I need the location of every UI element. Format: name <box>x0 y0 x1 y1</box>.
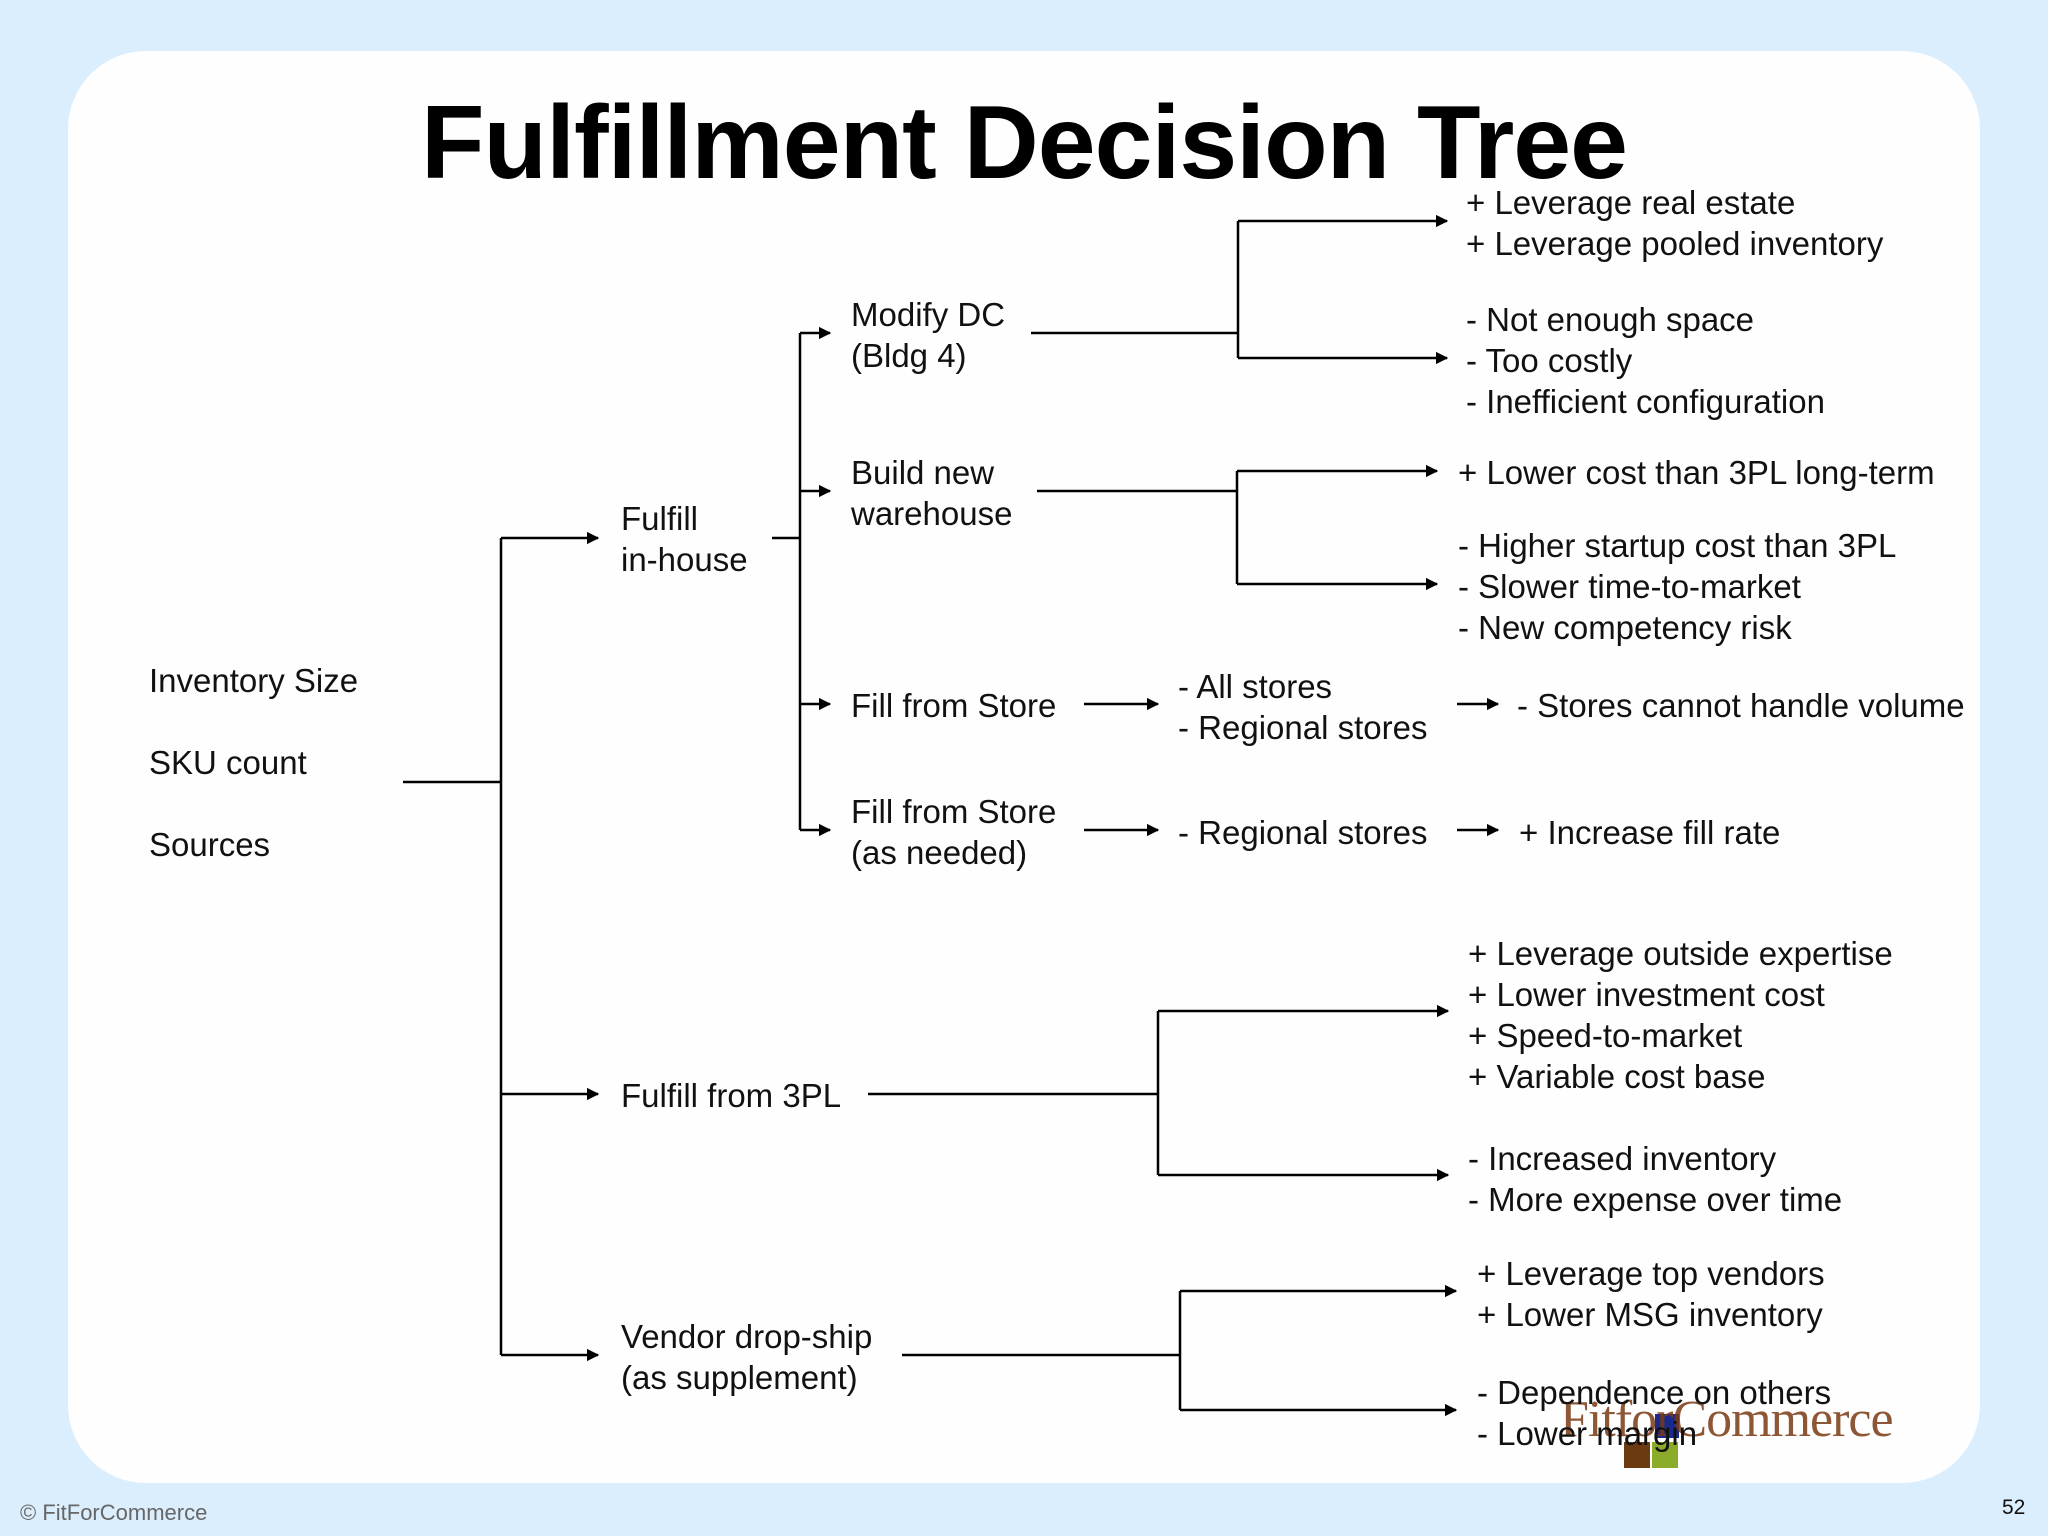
branch-fulfill-3pl: Fulfill from 3PL <box>621 1077 842 1114</box>
dropship-pro-1: + Leverage top vendors <box>1477 1255 1825 1292</box>
slide-panel <box>68 51 1980 1483</box>
option-modify-dc-line1: Modify DC <box>851 296 1006 333</box>
branch-dropship-line2: (as supplement) <box>621 1359 858 1396</box>
root-label-sku-count: SKU count <box>149 744 307 781</box>
3pl-pro-4: + Variable cost base <box>1468 1058 1766 1095</box>
3pl-con-2: - More expense over time <box>1468 1181 1843 1218</box>
option-fill-store-needed-line2: (as needed) <box>851 834 1028 871</box>
footer-copyright: © FitForCommerce <box>20 1500 208 1525</box>
modify-pro-1: + Leverage real estate <box>1466 184 1796 221</box>
store-option-all: - All stores <box>1178 668 1333 705</box>
root-label-sources: Sources <box>149 826 271 863</box>
slide-title: Fulfillment Decision Tree <box>421 85 1628 201</box>
modify-con-1: - Not enough space <box>1466 301 1755 338</box>
branch-fulfill-inhouse-line1: Fulfill <box>621 500 699 537</box>
build-pro-1: + Lower cost than 3PL long-term <box>1458 454 1935 491</box>
3pl-con-1: - Increased inventory <box>1468 1140 1777 1177</box>
build-con-3: - New competency risk <box>1458 609 1792 646</box>
branch-dropship-line1: Vendor drop-ship <box>621 1318 873 1355</box>
store-con-volume: - Stores cannot handle volume <box>1517 687 1965 724</box>
branch-fulfill-inhouse-line2: in-house <box>621 541 748 578</box>
store-option-regional: - Regional stores <box>1178 709 1428 746</box>
logo-wordmark: FitforCommerce <box>1560 1391 1894 1448</box>
fitforcommerce-logo: FitforCommerce <box>1560 1390 1960 1470</box>
3pl-pro-3: + Speed-to-market <box>1468 1017 1743 1054</box>
option-fill-store-needed-line1: Fill from Store <box>851 793 1057 830</box>
logo-squares-icon <box>1624 1414 1679 1468</box>
option-fill-from-store: Fill from Store <box>851 687 1057 724</box>
page-number: 52 <box>2002 1496 2026 1519</box>
modify-con-2: - Too costly <box>1466 342 1633 379</box>
needed-pro-fill-rate: + Increase fill rate <box>1519 814 1781 851</box>
build-con-1: - Higher startup cost than 3PL <box>1458 527 1897 564</box>
modify-con-3: - Inefficient configuration <box>1466 383 1825 420</box>
dropship-con-1: - Dependence on others <box>1477 1374 1832 1411</box>
build-con-2: - Slower time-to-market <box>1458 568 1801 605</box>
3pl-pro-2: + Lower investment cost <box>1468 976 1825 1013</box>
modify-pro-2: + Leverage pooled inventory <box>1466 225 1884 262</box>
option-modify-dc-line2: (Bldg 4) <box>851 337 967 374</box>
needed-option-regional: - Regional stores <box>1178 814 1428 851</box>
dropship-con-2: - Lower margin <box>1477 1415 1698 1452</box>
option-build-new-line1: Build new <box>851 454 995 491</box>
root-label-inventory-size: Inventory Size <box>149 662 359 699</box>
3pl-pro-1: + Leverage outside expertise <box>1468 935 1893 972</box>
option-build-new-line2: warehouse <box>851 495 1013 532</box>
dropship-pro-2: + Lower MSG inventory <box>1477 1296 1823 1333</box>
